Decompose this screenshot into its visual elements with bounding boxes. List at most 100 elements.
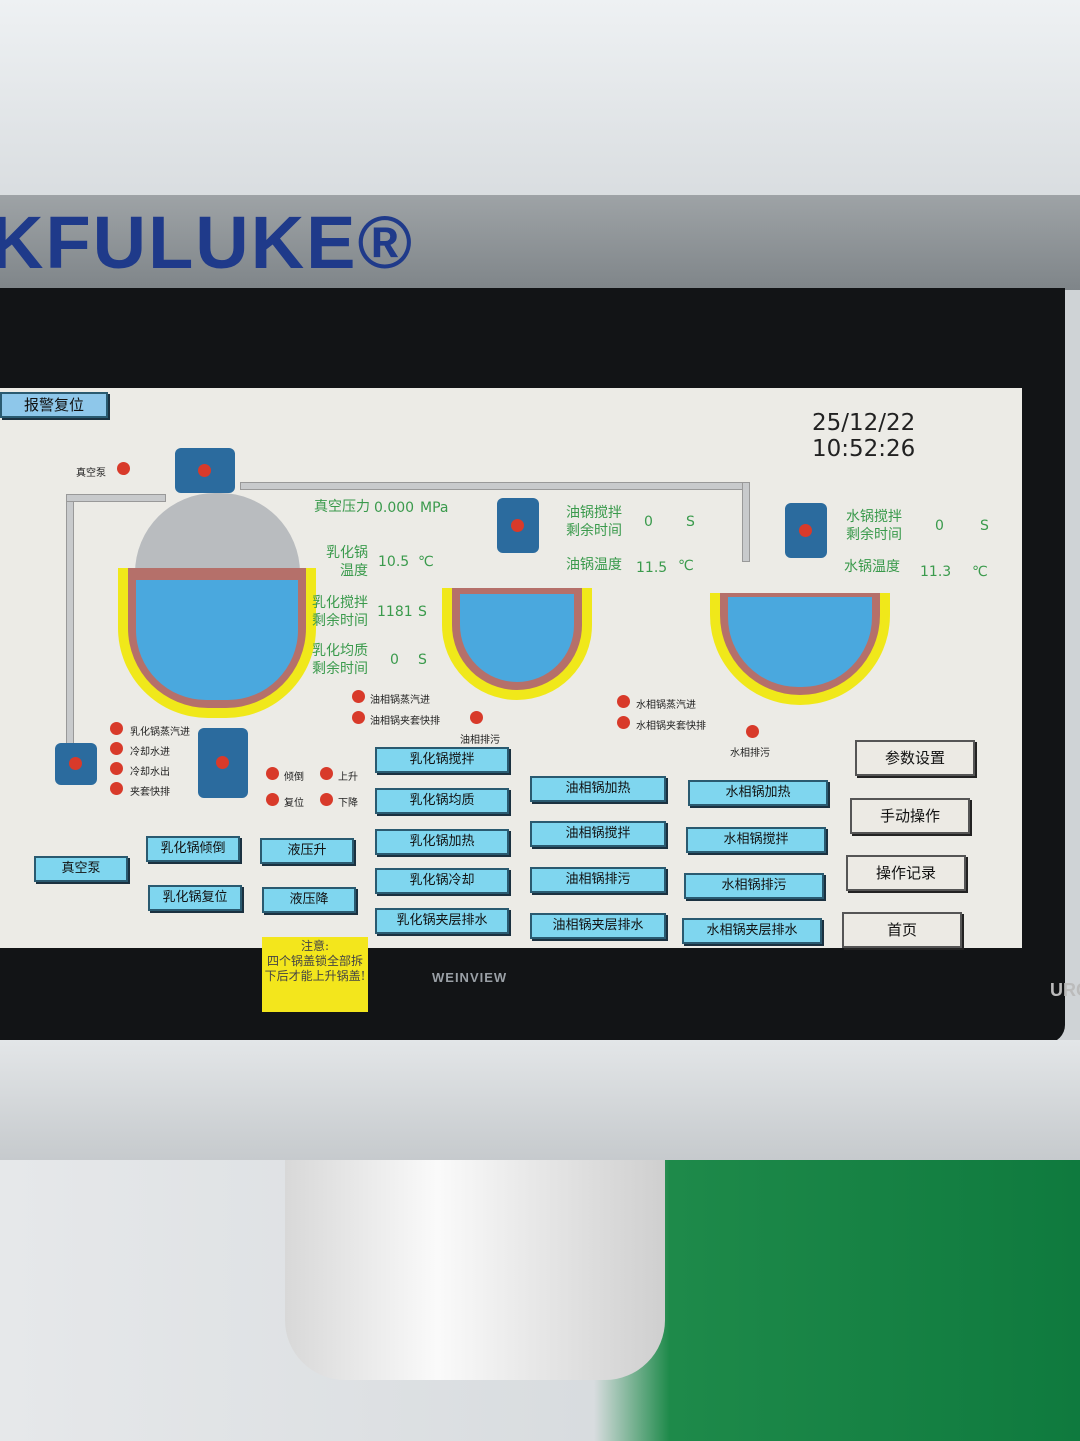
note-title: 注意: [300, 939, 330, 953]
emul-heat-button[interactable]: 乳化锅加热 [375, 829, 509, 855]
cooling-in-indicator[interactable] [110, 742, 123, 755]
emul-temp-label: 乳化锅温度 [326, 545, 368, 579]
emul-homog-label: 乳化均质剩余时间 [312, 643, 368, 677]
emul-stir-unit: S [418, 604, 427, 620]
emul-jacket-drain-button[interactable]: 乳化锅夹层排水 [375, 908, 509, 934]
emul-homog-value: 0 [390, 652, 399, 668]
home-button[interactable]: 首页 [842, 912, 962, 948]
oil-jacket-drain-button[interactable]: 油相锅夹层排水 [530, 913, 666, 939]
reset-label: 复位 [284, 798, 304, 809]
parameter-settings-button[interactable]: 参数设置 [855, 740, 975, 776]
emul-tilt-button[interactable]: 乳化锅倾倒 [146, 836, 240, 862]
oil-heat-button[interactable]: 油相锅加热 [530, 776, 666, 802]
water-temp-label: 水锅温度 [844, 559, 900, 575]
water-jacket-drain-button[interactable]: 水相锅夹层排水 [682, 918, 822, 944]
water-steam-in-label: 水相锅蒸汽进 [636, 700, 696, 711]
emul-stir-value: 1181 [377, 604, 413, 620]
emulsifier-lid [135, 493, 300, 573]
water-temp-value: 11.3 [920, 564, 952, 580]
water-drain-valve[interactable] [746, 725, 759, 738]
water-heat-button[interactable]: 水相锅加热 [688, 780, 828, 806]
oil-steam-in-indicator[interactable] [352, 690, 365, 703]
jacket-drain-indicator[interactable] [110, 782, 123, 795]
vacuum-pump-indicator[interactable] [117, 462, 130, 475]
pipe [240, 482, 750, 490]
water-jacket-drain-indicator[interactable] [617, 716, 630, 729]
homogenizer-motor[interactable] [198, 728, 248, 798]
down-label: 下降 [338, 798, 358, 809]
emul-cool-button[interactable]: 乳化锅冷却 [375, 868, 509, 894]
warning-note: 注意: 四个锅盖锁全部拆下后才能上升锅盖! [262, 937, 368, 1012]
emul-homogenize-button[interactable]: 乳化锅均质 [375, 788, 509, 814]
pipe [66, 494, 74, 764]
down-indicator[interactable] [320, 793, 333, 806]
oil-jacket-drain-indicator[interactable] [352, 711, 365, 724]
vacuum-label: 真空压力 [314, 499, 370, 515]
jacket-drain-label: 夹套快排 [130, 787, 170, 798]
water-steam-in-indicator[interactable] [617, 695, 630, 708]
vacuum-value: 0.000 [374, 500, 415, 516]
vacuum-unit: MPa [420, 500, 449, 516]
panel-lower [0, 1040, 1080, 1160]
water-stir-unit: S [980, 518, 989, 534]
emul-temp-unit: ℃ [418, 554, 434, 570]
emul-stir-label: 乳化搅拌剩余时间 [312, 595, 368, 629]
cooling-in-label: 冷却水进 [130, 747, 170, 758]
oil-temp-unit: ℃ [678, 558, 694, 574]
note-text: 四个锅盖锁全部拆下后才能上升锅盖! [264, 954, 366, 983]
weinview-logo: WEINVIEW [432, 970, 508, 985]
pipe [742, 482, 750, 562]
operation-log-button[interactable]: 操作记录 [846, 855, 966, 891]
tilt-label: 倾倒 [284, 772, 304, 783]
oil-temp-label: 油锅温度 [566, 557, 622, 573]
water-drain-label: 水相排污 [730, 748, 770, 759]
emul-temp-value: 10.5 [378, 554, 410, 570]
hydraulic-up-button[interactable]: 液压升 [260, 838, 354, 864]
emulsifier-tank [118, 568, 316, 718]
oil-drain-valve[interactable] [470, 711, 483, 724]
oil-stirrer-motor[interactable] [497, 498, 539, 553]
water-jacket-drain-label: 水相锅夹套快排 [636, 721, 706, 732]
cooling-out-indicator[interactable] [110, 762, 123, 775]
oil-temp-value: 11.5 [636, 560, 668, 576]
hydraulic-down-button[interactable]: 液压降 [262, 887, 356, 913]
emul-homog-unit: S [418, 652, 427, 668]
emul-steam-in-indicator[interactable] [110, 722, 123, 735]
water-stirrer-motor[interactable] [785, 503, 827, 558]
up-label: 上升 [338, 772, 358, 783]
water-drain-button[interactable]: 水相锅排污 [684, 873, 824, 899]
vacuum-pump-button[interactable]: 真空泵 [34, 856, 128, 882]
up-indicator[interactable] [320, 767, 333, 780]
side-label: URC [1050, 980, 1080, 1000]
pipe [66, 494, 166, 502]
oil-stir-label: 油锅搅拌剩余时间 [566, 505, 622, 539]
vacuum-pump-label: 真空泵 [76, 468, 106, 479]
hmi-screen: 报警复位 25/12/22 10:52:26 真空泵 真空压力 0.000 MP… [0, 388, 1022, 948]
water-stir-button[interactable]: 水相锅搅拌 [686, 827, 826, 853]
datetime: 25/12/22 10:52:26 [812, 410, 916, 462]
tilt-indicator[interactable] [266, 767, 279, 780]
emul-stir-button[interactable]: 乳化锅搅拌 [375, 747, 509, 773]
reset-indicator[interactable] [266, 793, 279, 806]
oil-stir-button[interactable]: 油相锅搅拌 [530, 821, 666, 847]
oil-drain-button[interactable]: 油相锅排污 [530, 867, 666, 893]
vacuum-pump-motor[interactable] [55, 743, 97, 785]
emul-reset-button[interactable]: 乳化锅复位 [148, 885, 242, 911]
water-phase-tank [710, 593, 890, 705]
alarm-reset-button[interactable]: 报警复位 [0, 392, 108, 418]
oil-jacket-drain-label: 油相锅夹套快排 [370, 716, 440, 727]
oil-stir-value: 0 [644, 514, 653, 530]
oil-stir-unit: S [686, 514, 695, 530]
mounting-arm [285, 1160, 665, 1380]
brand-logo: KFULUKE® [0, 201, 415, 284]
panel-frame [0, 0, 1080, 200]
oil-phase-tank [442, 588, 592, 700]
water-stir-label: 水锅搅拌剩余时间 [846, 509, 902, 543]
manual-operation-button[interactable]: 手动操作 [850, 798, 970, 834]
emulsifier-stirrer-motor[interactable] [175, 448, 235, 493]
emul-steam-in-label: 乳化锅蒸汽进 [130, 727, 190, 738]
logo-band [0, 195, 1080, 290]
oil-drain-label: 油相排污 [460, 735, 500, 746]
water-temp-unit: ℃ [972, 564, 988, 580]
water-stir-value: 0 [935, 518, 944, 534]
